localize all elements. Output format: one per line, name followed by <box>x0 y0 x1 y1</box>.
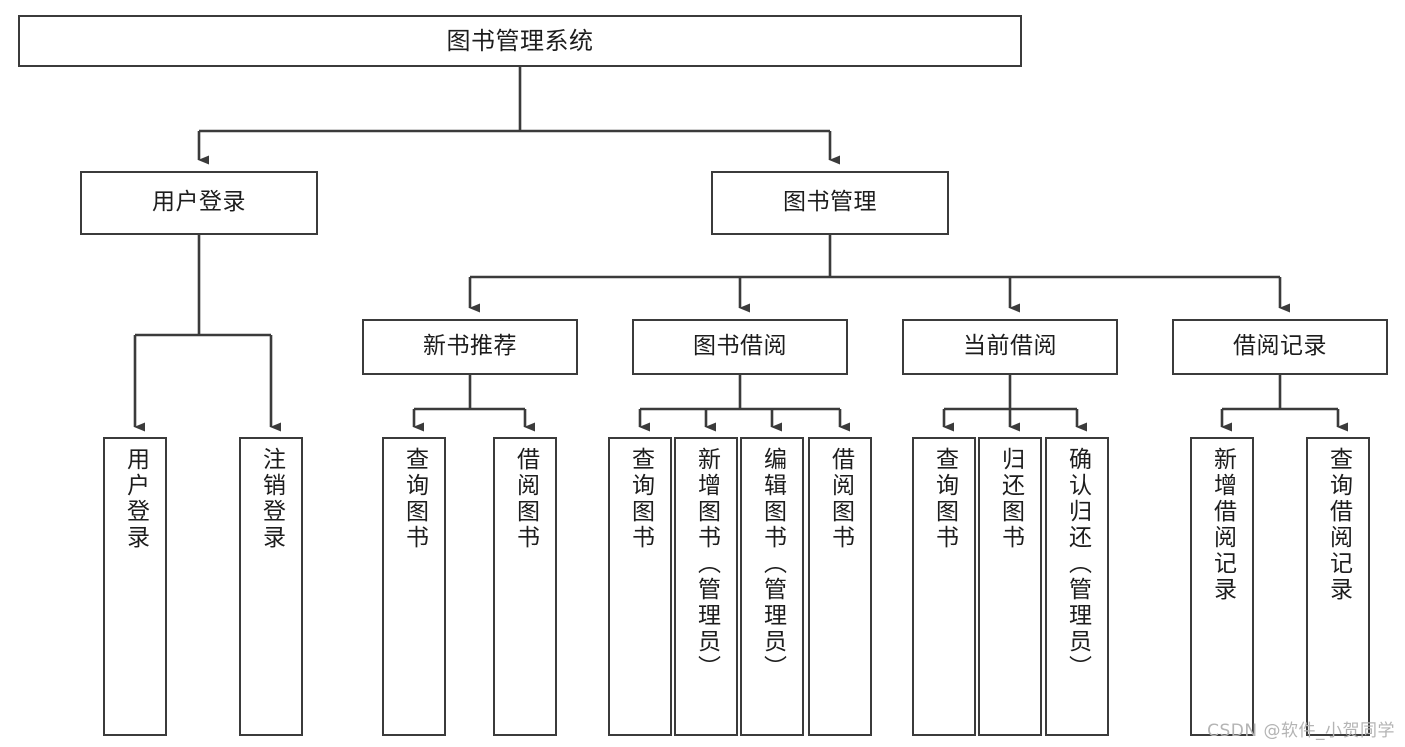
node-label: 新增图书（管理员） <box>693 447 720 681</box>
node-label: 查询图书 <box>627 447 654 551</box>
node-book-borrow[interactable]: 图书借阅 <box>632 319 848 375</box>
node-label: 用户登录 <box>122 447 149 551</box>
csdn-watermark: CSDN @软件_小贺同学 <box>1207 721 1395 741</box>
leaf-add-book-admin[interactable]: 新增图书（管理员） <box>674 437 738 736</box>
node-current-borrow[interactable]: 当前借阅 <box>902 319 1118 375</box>
node-label: 确认归还（管理员） <box>1064 447 1091 681</box>
leaf-query-borrow-record[interactable]: 查询借阅记录 <box>1306 437 1370 736</box>
node-label: 查询图书 <box>401 447 428 551</box>
node-borrow-record[interactable]: 借阅记录 <box>1172 319 1388 375</box>
node-label: 查询图书 <box>931 447 958 551</box>
node-user-login[interactable]: 用户登录 <box>80 171 318 235</box>
leaf-logout[interactable]: 注销登录 <box>239 437 303 736</box>
node-new-book-recommend[interactable]: 新书推荐 <box>362 319 578 375</box>
leaf-add-borrow-record[interactable]: 新增借阅记录 <box>1190 437 1254 736</box>
node-label: 图书管理 <box>783 189 877 216</box>
leaf-borrow-book[interactable]: 借阅图书 <box>808 437 872 736</box>
node-label: 新书推荐 <box>423 333 517 360</box>
node-book-management[interactable]: 图书管理 <box>711 171 949 235</box>
node-label: 归还图书 <box>997 447 1024 551</box>
node-label: 新增借阅记录 <box>1209 447 1236 603</box>
node-label: 编辑图书（管理员） <box>759 447 786 681</box>
leaf-return-book[interactable]: 归还图书 <box>978 437 1042 736</box>
leaf-borrow-book-recommend[interactable]: 借阅图书 <box>493 437 557 736</box>
node-label: 借阅图书 <box>827 447 854 551</box>
leaf-query-book-current[interactable]: 查询图书 <box>912 437 976 736</box>
leaf-user-login[interactable]: 用户登录 <box>103 437 167 736</box>
node-label: 图书借阅 <box>693 333 787 360</box>
leaf-query-book-recommend[interactable]: 查询图书 <box>382 437 446 736</box>
node-root-book-management-system[interactable]: 图书管理系统 <box>18 15 1022 67</box>
node-label: 借阅图书 <box>512 447 539 551</box>
node-label: 用户登录 <box>152 189 246 216</box>
node-label: 借阅记录 <box>1233 333 1327 360</box>
leaf-edit-book-admin[interactable]: 编辑图书（管理员） <box>740 437 804 736</box>
node-label: 图书管理系统 <box>446 26 594 55</box>
node-label: 当前借阅 <box>963 333 1057 360</box>
node-label: 注销登录 <box>258 447 285 551</box>
leaf-query-book-borrow[interactable]: 查询图书 <box>608 437 672 736</box>
leaf-confirm-return-admin[interactable]: 确认归还（管理员） <box>1045 437 1109 736</box>
node-label: 查询借阅记录 <box>1325 447 1352 603</box>
